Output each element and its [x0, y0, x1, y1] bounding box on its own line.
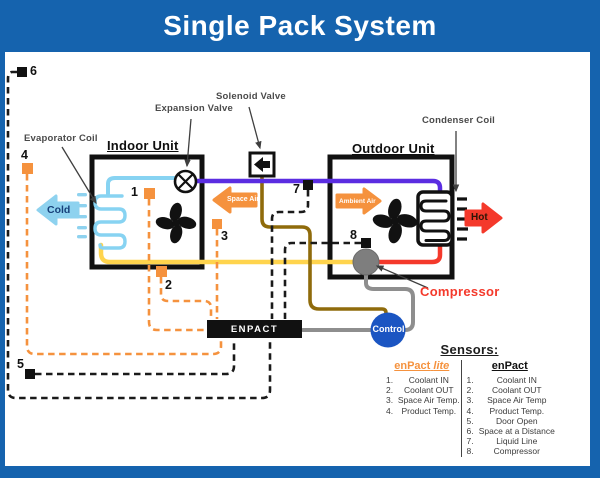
list-item: 5.Door Open	[466, 415, 538, 426]
list-item: 1.Coolant IN	[386, 375, 449, 385]
solenoid-valve-icon	[248, 151, 276, 178]
outdoor-fan-icon	[372, 198, 418, 244]
condenser-coil-label: Condenser Coil	[422, 115, 496, 126]
enpact-lite-header: enPact lite	[383, 360, 461, 372]
space-air-arrow	[212, 186, 258, 214]
enpact-label: ENPACT	[230, 323, 279, 335]
list-item: 4.Product Temp.	[386, 405, 457, 416]
enpact-column: enPact 1.Coolant IN 2.Coolant OUT 3.Spac…	[460, 360, 556, 457]
sensor-marker-3: 3	[221, 229, 228, 243]
sensor-lines-black	[6, 70, 361, 400]
sensor-marker-8: 8	[350, 228, 357, 242]
control-label: Control	[372, 324, 405, 334]
frame-border-left	[0, 52, 5, 467]
hot-gas-line-red	[375, 243, 443, 265]
enpact-lite-suffix: lite	[433, 360, 450, 372]
compressor-to-control-line-gray	[364, 272, 415, 332]
enpact-box	[207, 320, 302, 338]
solenoid-to-control-line-brown	[260, 175, 388, 318]
sensor-squares-black	[17, 67, 371, 379]
outdoor-unit-title: Outdoor Unit	[352, 141, 435, 156]
sensor-marker-5: 5	[17, 357, 24, 371]
sensor-marker-7: 7	[293, 182, 300, 196]
sensor-lines-orange	[25, 174, 223, 356]
hot-label: Hot	[471, 212, 488, 223]
liquid-line-purple	[193, 178, 443, 200]
evaporator-coil-label: Evaporator Coil	[24, 133, 98, 144]
title-bar: Single Pack System	[0, 0, 600, 52]
hot-arrow	[464, 202, 503, 234]
cold-label: Cold	[47, 204, 71, 216]
coolant-out-line-yellow	[98, 242, 356, 265]
sensor-marker-6: 6	[30, 64, 37, 78]
label-pointer-lines	[61, 106, 460, 289]
sensor-marker-1: 1	[131, 185, 138, 199]
indoor-unit-title: Indoor Unit	[107, 138, 179, 153]
evaporator-coil	[93, 176, 178, 250]
enpact-lite-column: enPact lite 1.Coolant IN 2.Coolant OUT 3…	[383, 360, 461, 457]
list-item: 7.Liquid Line	[466, 436, 538, 447]
ambient-air-label: Ambient Air	[339, 198, 376, 205]
list-item: 1.Coolant IN	[466, 375, 537, 385]
sensors-legend: Sensors: enPact lite 1.Coolant IN 2.Cool…	[383, 342, 556, 457]
frame-border-right	[590, 52, 600, 467]
space-air-label: Space Air	[227, 196, 260, 203]
list-item: 3.Space Air Temp	[466, 395, 547, 406]
sensor-marker-4: 4	[21, 148, 28, 162]
sensors-legend-title: Sensors:	[440, 342, 499, 357]
expansion-valve-label: Expansion Valve	[155, 103, 233, 114]
expansion-valve-icon	[173, 169, 198, 194]
sensor-marker-2: 2	[165, 278, 172, 292]
enpact-lite-name: enPact	[394, 360, 431, 372]
indoor-unit-box	[89, 154, 205, 270]
enpact-header: enPact	[491, 360, 528, 372]
compressor-label: Compressor	[420, 284, 500, 299]
heat-dashes	[457, 197, 468, 241]
list-item: 4.Product Temp.	[466, 405, 545, 416]
control-icon	[370, 312, 406, 348]
list-item: 2.Coolant OUT	[386, 385, 454, 396]
ambient-air-arrow	[335, 187, 382, 215]
compressor-icon	[352, 248, 380, 276]
page-title: Single Pack System	[163, 10, 437, 41]
cold-arrow	[36, 194, 80, 226]
sensor-squares-orange	[22, 163, 222, 277]
list-item: 8.Compressor	[466, 446, 540, 457]
list-item: 2.Coolant OUT	[466, 385, 542, 396]
condenser-coil	[416, 190, 454, 247]
indoor-fan-icon	[155, 202, 197, 244]
frame-border-bottom	[0, 466, 600, 478]
list-item: 3.Space Air Temp.	[386, 395, 460, 406]
solenoid-valve-label: Solenoid Valve	[216, 91, 286, 102]
list-item: 6.Space at a Distance	[466, 426, 555, 437]
